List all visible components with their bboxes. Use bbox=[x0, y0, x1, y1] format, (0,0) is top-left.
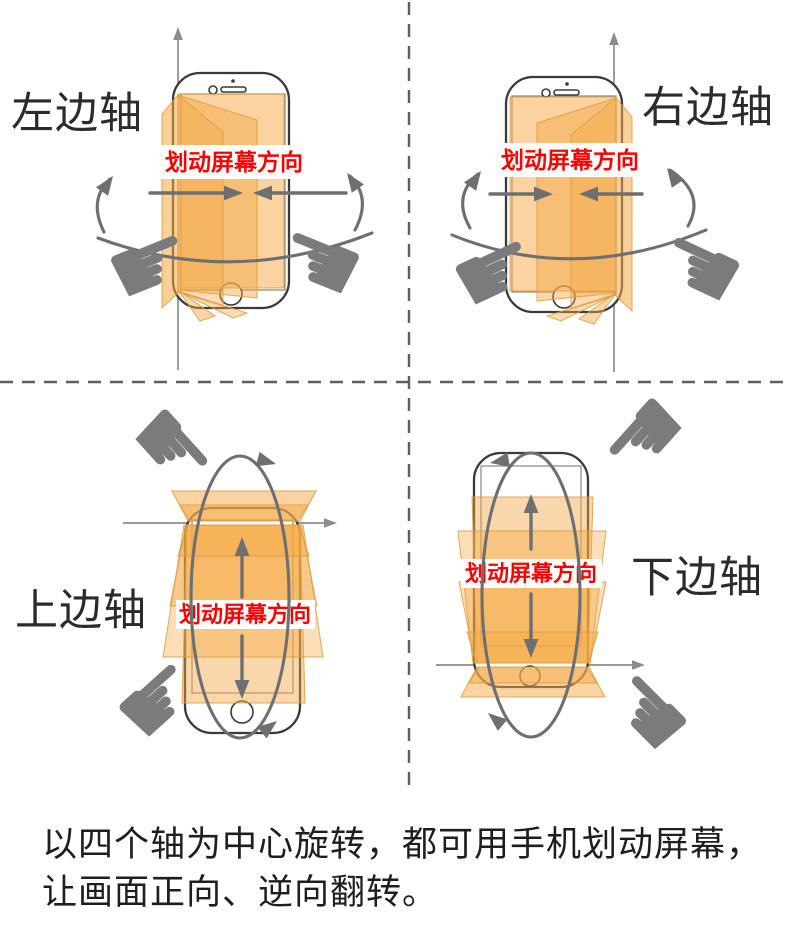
axis-label: 右边轴 bbox=[642, 84, 774, 132]
caption: 以四个轴为中心旋转，都可用手机划动屏幕， 让画面正向、逆向翻转。 bbox=[42, 825, 762, 912]
speaker-icon bbox=[553, 89, 580, 96]
rotate-arrowhead-icon bbox=[660, 163, 684, 188]
rotation-ellipse bbox=[189, 451, 291, 740]
caption-line-1: 以四个轴为中心旋转，都可用手机划动屏幕， bbox=[42, 825, 762, 864]
swipe-direction-text: 划动屏幕方向 bbox=[501, 147, 639, 173]
quadrant-bottom-edge-axis: 划动屏幕方向 ☚ ☚ 下边轴 bbox=[436, 370, 763, 780]
swipe-direction-label: 划动屏幕方向 bbox=[492, 143, 648, 177]
swipe-arrows bbox=[488, 186, 644, 202]
pointing-hand-icon: ☚ bbox=[639, 202, 761, 334]
axis-label: 上边轴 bbox=[15, 587, 147, 635]
rotation-ellipse bbox=[480, 451, 582, 739]
swipe-arrows bbox=[148, 185, 348, 201]
swipe-direction-text: 划动屏幕方向 bbox=[179, 602, 311, 627]
swipe-direction-text: 划动屏幕方向 bbox=[165, 149, 303, 175]
rotation-arc bbox=[450, 163, 708, 261]
axis-arrowhead-icon bbox=[609, 32, 619, 45]
pointing-hand-icon: ☚ bbox=[577, 370, 713, 504]
axis-label: 下边轴 bbox=[631, 554, 763, 602]
sensor-dot-icon bbox=[565, 82, 569, 86]
swipe-arrows bbox=[523, 494, 539, 658]
axis-arrowhead-icon bbox=[324, 518, 337, 528]
axis-label: 左边轴 bbox=[11, 90, 143, 138]
caption-line-2: 让画面正向、逆向翻转。 bbox=[42, 873, 438, 912]
camera-icon bbox=[208, 85, 218, 95]
sensor-dot-icon bbox=[231, 79, 235, 83]
home-button-icon bbox=[230, 700, 254, 724]
quadrant-top-edge-axis: 划动屏幕方向 ☛ ☛ 上边轴 bbox=[15, 381, 337, 768]
rotation-arc bbox=[95, 168, 374, 264]
swipe-arrows bbox=[234, 537, 250, 699]
axis-arrowhead-icon bbox=[173, 27, 183, 40]
speaker-icon bbox=[220, 86, 247, 93]
swipe-direction-text: 划动屏幕方向 bbox=[465, 561, 597, 586]
swipe-direction-label: 划动屏幕方向 bbox=[156, 145, 312, 179]
camera-icon bbox=[541, 88, 551, 98]
quadrant-right-axis: 划动屏幕方向 ☛ ☚ 右边轴 bbox=[434, 32, 774, 372]
swipe-direction-label: 划动屏幕方向 bbox=[176, 600, 315, 629]
quadrant-left-axis: 划动屏幕方向 ☛ ☚ 左边轴 bbox=[11, 27, 379, 370]
